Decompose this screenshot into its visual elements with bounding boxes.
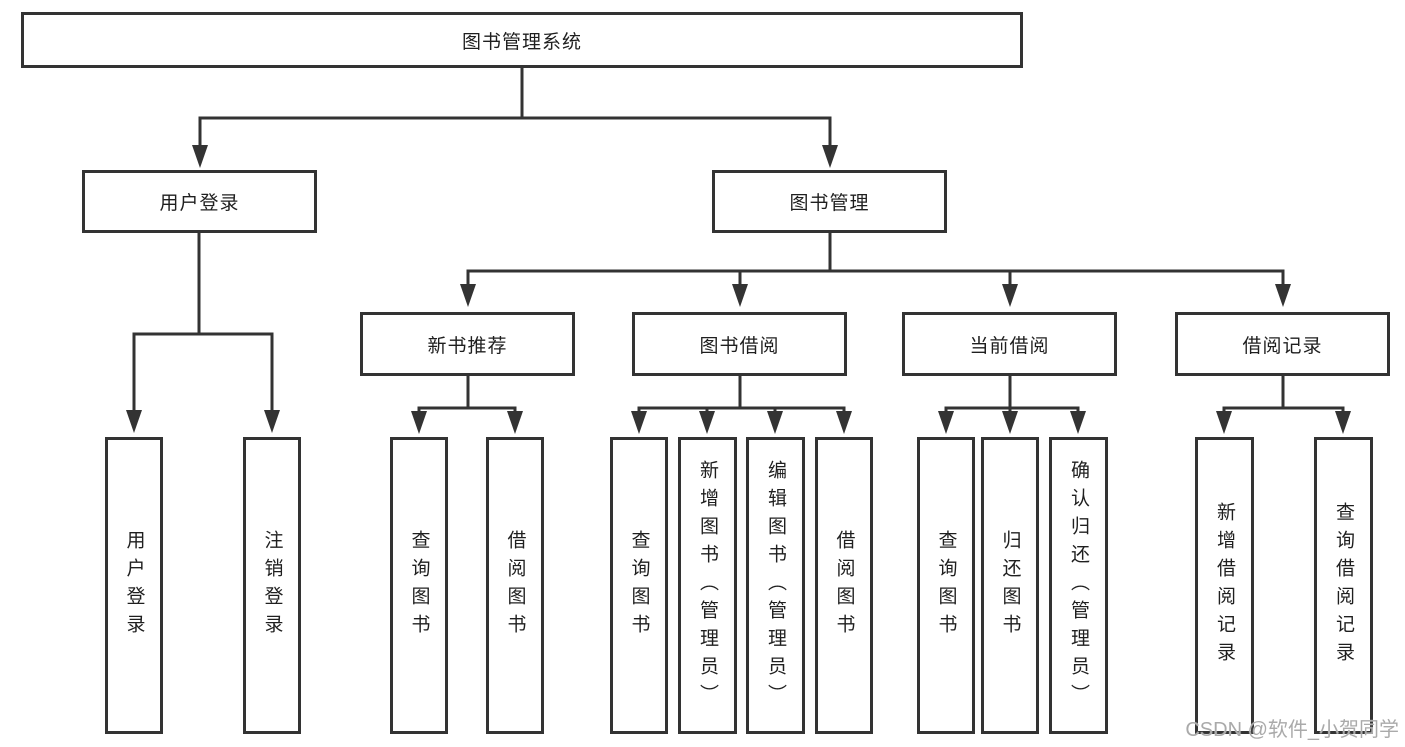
- leaf-label: 查询图书: [408, 529, 430, 642]
- leaf-label: 注销登录: [261, 529, 283, 642]
- node-user-login: 用户登录: [82, 170, 317, 233]
- node-label: 图书借阅: [699, 335, 780, 357]
- leaf-query-borrow-record: 查询借阅记录: [1314, 437, 1373, 734]
- leaf-label: 借阅图书: [504, 529, 526, 642]
- leaf-label: 查询图书: [935, 529, 957, 642]
- node-label: 用户登录: [159, 193, 240, 214]
- node-label: 当前借阅: [969, 335, 1050, 357]
- node-label: 图书管理: [789, 193, 870, 214]
- watermark: CSDN @软件_小贺同学: [1185, 719, 1399, 741]
- leaf-confirm-return-admin: 确认归还（管理员）: [1049, 437, 1108, 734]
- node-borrowing-records: 借阅记录: [1175, 312, 1390, 376]
- leaf-return-books: 归还图书: [981, 437, 1039, 734]
- leaf-query-books: 查询图书: [917, 437, 975, 734]
- leaf-label: 借阅图书: [833, 529, 855, 642]
- leaf-label: 用户登录: [123, 529, 145, 642]
- leaf-label: 查询图书: [628, 529, 650, 642]
- leaf-borrow-books: 借阅图书: [486, 437, 544, 734]
- leaf-label: 查询借阅记录: [1333, 501, 1354, 670]
- leaf-borrow-books: 借阅图书: [815, 437, 873, 734]
- leaf-label: 确认归还（管理员）: [1068, 459, 1089, 712]
- leaf-logout: 注销登录: [243, 437, 301, 734]
- leaf-add-books-admin: 新增图书（管理员）: [678, 437, 737, 734]
- node-label: 新书推荐: [427, 335, 508, 357]
- node-label: 图书管理系统: [461, 31, 582, 53]
- leaf-user-login: 用户登录: [105, 437, 163, 734]
- leaf-label: 新增借阅记录: [1214, 501, 1235, 670]
- node-new-book-recommendation: 新书推荐: [360, 312, 575, 376]
- leaf-query-books: 查询图书: [610, 437, 668, 734]
- leaf-edit-books-admin: 编辑图书（管理员）: [746, 437, 805, 734]
- node-label: 借阅记录: [1242, 335, 1323, 357]
- node-book-borrowing: 图书借阅: [632, 312, 847, 376]
- node-library-management-system: 图书管理系统: [21, 12, 1023, 68]
- leaf-label: 新增图书（管理员）: [697, 459, 718, 712]
- leaf-query-books: 查询图书: [390, 437, 448, 734]
- node-book-management: 图书管理: [712, 170, 947, 233]
- leaf-add-borrow-record: 新增借阅记录: [1195, 437, 1254, 734]
- leaf-label: 归还图书: [999, 529, 1021, 642]
- leaf-label: 编辑图书（管理员）: [765, 459, 786, 712]
- node-current-borrowing: 当前借阅: [902, 312, 1117, 376]
